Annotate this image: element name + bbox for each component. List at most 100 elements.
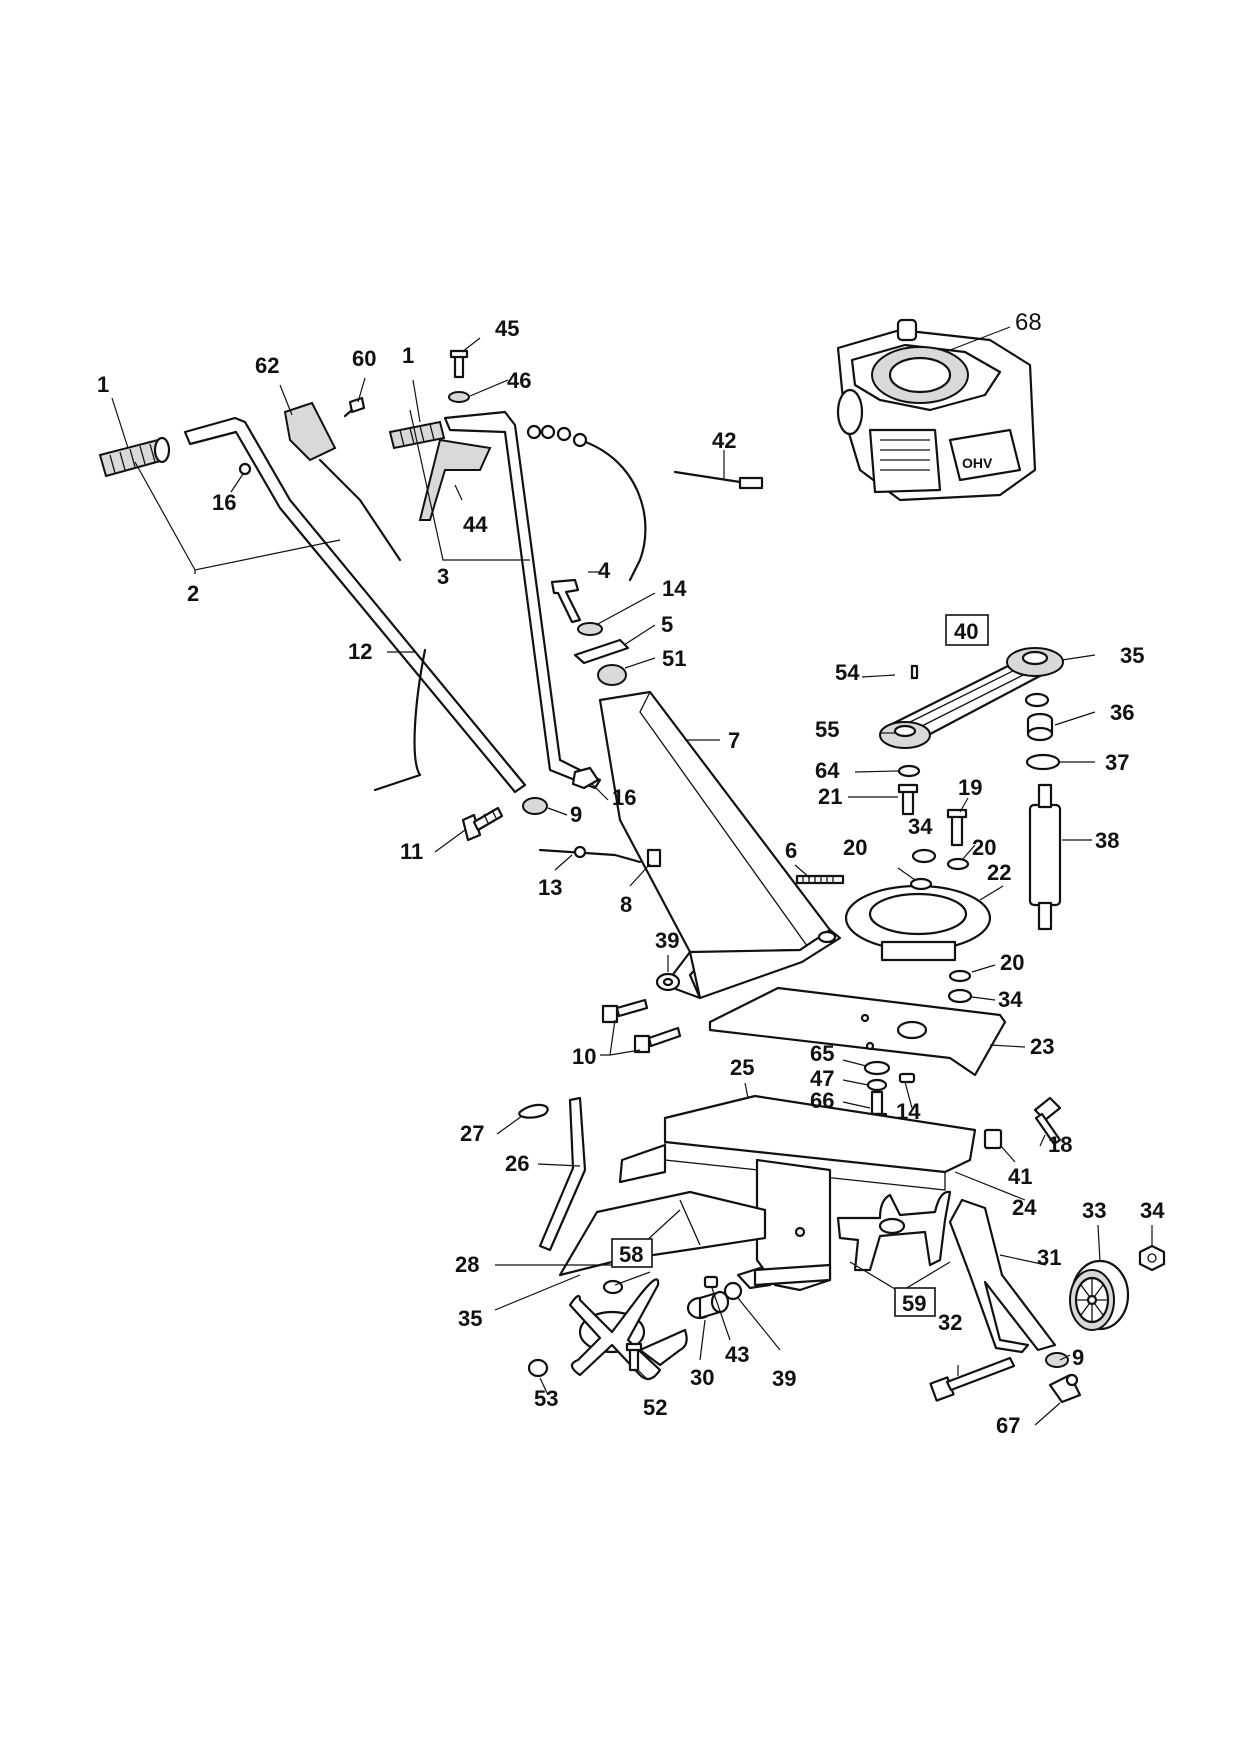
washer-part-20-bottom: [948, 969, 972, 983]
callout-34: 34: [998, 987, 1023, 1012]
shaft-part-38: [1028, 783, 1062, 931]
callout-19: 19: [958, 775, 982, 800]
callout-9: 9: [570, 802, 582, 827]
bracket-part-5: [573, 638, 630, 665]
depth-bar-part-26: [538, 1096, 587, 1252]
washer-part-65: [863, 1060, 891, 1076]
nut-part-34-bottom: [1138, 1244, 1166, 1272]
washer-part-14-top: [577, 622, 603, 636]
ring-part-37: [1025, 753, 1061, 771]
callout-46: 46: [507, 368, 531, 393]
callout-68: 68: [1015, 309, 1042, 336]
frame-part-24: [618, 1094, 977, 1292]
bolt-part-18: [1033, 1096, 1062, 1146]
callout-66: 66: [810, 1088, 834, 1113]
callout-59-box: [894, 1287, 936, 1317]
nut-part-34-top: [911, 848, 937, 864]
bolt-part-11: [461, 806, 504, 842]
callout-33: 33: [1082, 1198, 1106, 1223]
callout-26: 26: [505, 1151, 529, 1176]
washer-part-9-top: [522, 797, 548, 815]
cable-parts-12-42: [373, 424, 764, 792]
washer-part-9-bottom: [1045, 1352, 1069, 1368]
callout-22: 22: [987, 860, 1011, 885]
hand-grip-right-part-1: [388, 420, 446, 450]
gearbox-housing-part-22: [844, 884, 992, 962]
callout-62: 62: [255, 353, 279, 378]
bolt-part-19: [946, 808, 968, 847]
callout-67: 67: [996, 1413, 1020, 1438]
callout-47: 47: [810, 1066, 834, 1091]
engine-brand-label: OHV: [962, 455, 993, 471]
cable-part-13: [538, 845, 642, 864]
bolt-part-10-upper: [601, 998, 649, 1024]
clip-part-8: [646, 848, 662, 868]
pin-part-4: [550, 578, 582, 624]
nut-part-16: [571, 766, 600, 790]
screw-part-45: [449, 349, 469, 379]
callout-20: 20: [843, 835, 867, 860]
axle-part-59: [753, 1263, 832, 1287]
callout-37: 37: [1105, 750, 1129, 775]
nut-part-14-lower: [898, 1072, 916, 1084]
nut-part-39-bottom: [723, 1281, 743, 1301]
washer-part-46: [448, 391, 470, 403]
callout-38: 38: [1095, 828, 1119, 853]
callout-52: 52: [643, 1395, 667, 1420]
callout-2: 2: [187, 581, 199, 606]
bolt-part-32: [929, 1356, 1016, 1402]
callout-20: 20: [1000, 950, 1024, 975]
nut-part-16-top: [238, 462, 252, 476]
callout-40: 40: [954, 619, 978, 644]
callout-labels: 1 1 2 3 4 5 6 7 8 9 9 10 11 12 13 14 14 …: [97, 309, 1165, 1438]
bolt-part-52: [625, 1342, 643, 1372]
tine-assembly-part-59: [836, 1190, 952, 1272]
callout-6: 6: [785, 838, 797, 863]
threaded-rod-part-6: [795, 874, 845, 885]
callout-7: 7: [728, 728, 740, 753]
callout-10: 10: [572, 1044, 596, 1069]
callout-36: 36: [1110, 700, 1134, 725]
callout-30: 30: [690, 1365, 714, 1390]
callout-14: 14: [662, 576, 687, 601]
callout-54: 54: [835, 660, 860, 685]
bolt-part-10-lower: [633, 1026, 682, 1054]
pulley-part-35: [1006, 647, 1064, 677]
callout-58-box: [611, 1238, 653, 1268]
callout-8: 8: [620, 892, 632, 917]
callout-40-box: [945, 614, 989, 646]
callout-43: 43: [725, 1342, 749, 1367]
switch-box-part-62: [283, 401, 402, 562]
callout-64: 64: [815, 758, 840, 783]
nut-part-41: [983, 1128, 1003, 1150]
pulley-part-55: [879, 721, 931, 749]
callout-24: 24: [1012, 1195, 1037, 1220]
washer-part-36-top: [1024, 692, 1050, 708]
washer-part-20-right: [946, 857, 970, 871]
shield-part-28: [558, 1190, 767, 1277]
callout-65: 65: [810, 1041, 834, 1066]
hitch-pin-part-27: [518, 1103, 549, 1119]
handlebar-left-part-2: [183, 416, 527, 794]
engine-part-68: OHV: [836, 318, 1037, 502]
wheel-bracket-part-31: [948, 1198, 1057, 1354]
screw-part-60: [343, 396, 366, 418]
tine-assembly-part-58: [568, 1278, 688, 1381]
callout-12: 12: [348, 639, 372, 664]
key-part-54: [910, 664, 919, 680]
callout-9: 9: [1072, 1345, 1084, 1370]
callout-14: 14: [896, 1099, 921, 1124]
callout-58: 58: [619, 1242, 643, 1267]
callout-32: 32: [938, 1310, 962, 1335]
bushing-part-51: [597, 664, 627, 686]
hand-grip-left-part-1: [98, 436, 171, 478]
pin-part-43: [703, 1275, 719, 1289]
handlebar-right-part-3: [443, 410, 602, 790]
callout-59: 59: [902, 1291, 926, 1316]
callout-35: 35: [1120, 643, 1144, 668]
callout-11: 11: [400, 839, 423, 864]
callout-35: 35: [458, 1306, 482, 1331]
callout-28: 28: [455, 1252, 479, 1277]
callout-5: 5: [661, 612, 673, 637]
